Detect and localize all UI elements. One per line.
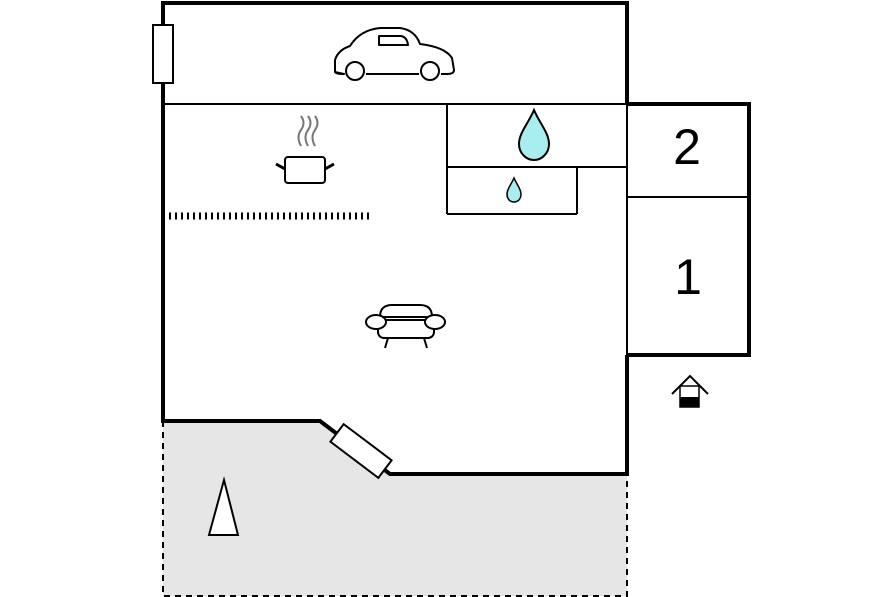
cooking-pot-icon (275, 115, 335, 184)
terrace (162, 421, 628, 597)
bedroom-1-label: 1 (674, 249, 702, 305)
small-water-drop-icon (506, 176, 522, 203)
garage-window (152, 24, 174, 84)
bedroom-2-label: 2 (673, 119, 701, 175)
terrace-dashed-border (162, 421, 628, 597)
sofa-icon (365, 304, 446, 349)
interior-walls (163, 103, 749, 355)
house-entrance-icon (671, 374, 709, 408)
outer-walls (161, 1, 751, 476)
water-drop-icon (517, 107, 551, 162)
car-icon (334, 27, 455, 81)
bedroom-annex-wall (627, 102, 751, 357)
terrace-door (329, 422, 393, 480)
north-arrow-icon (207, 476, 240, 536)
terrace-area (163, 421, 627, 596)
main-outer-wall (161, 1, 629, 476)
